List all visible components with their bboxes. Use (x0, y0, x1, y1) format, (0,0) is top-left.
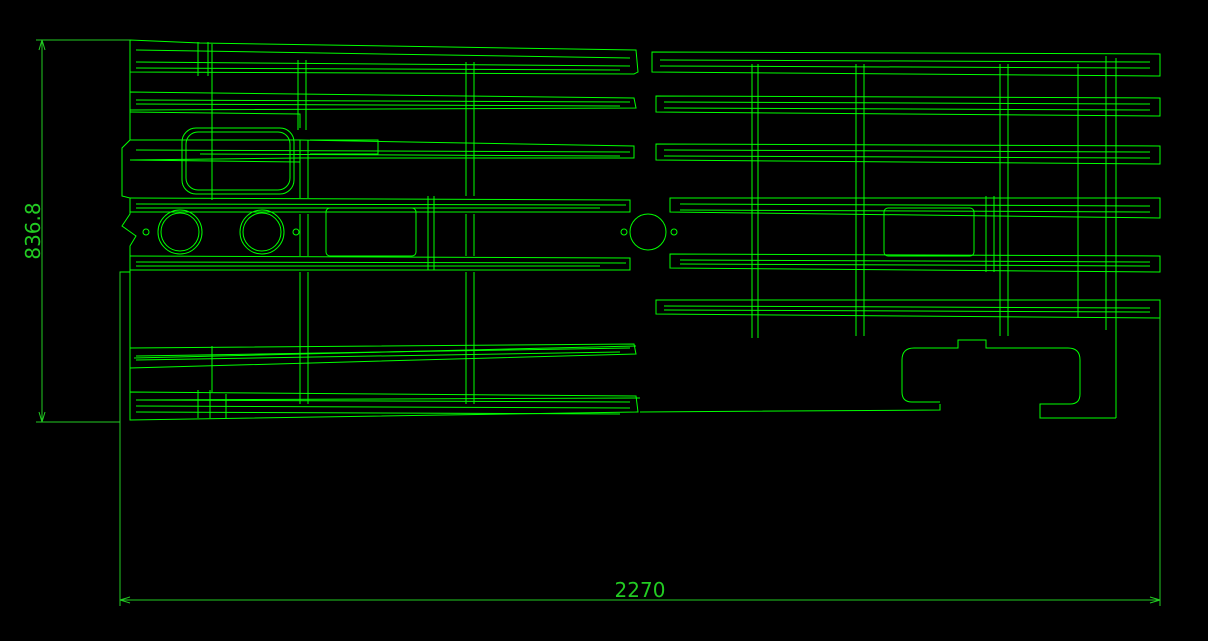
rect-cutout-right (883, 207, 975, 257)
rect-cutout-left (325, 207, 417, 257)
height-dimension-label: 836.8 (21, 202, 45, 259)
round-hole-1 (157, 209, 203, 255)
right-panel (651, 51, 1161, 419)
base-line (639, 404, 941, 413)
width-dimension-label: 2270 (615, 578, 666, 602)
round-hole-3 (629, 213, 667, 251)
dimension-annotations (36, 39, 1161, 606)
round-hole-2 (239, 209, 285, 255)
left-panel (119, 39, 678, 422)
